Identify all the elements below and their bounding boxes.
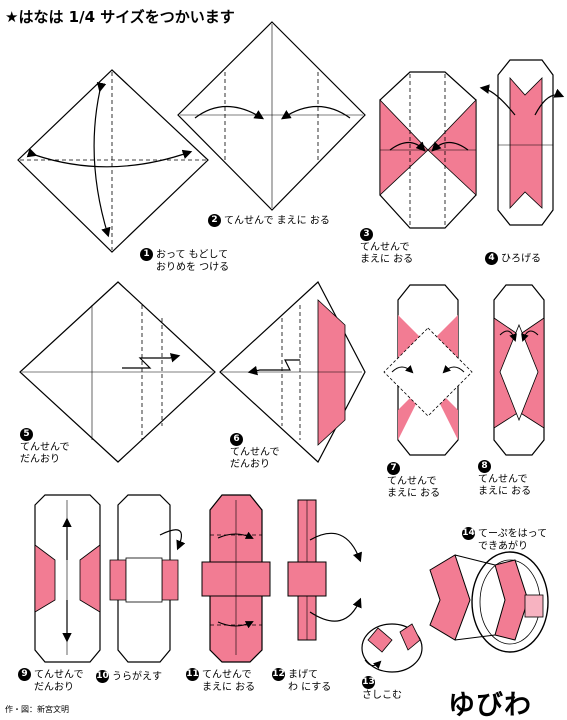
credit: 作・図：新宮文明	[5, 705, 69, 714]
step14-figure	[429, 551, 549, 653]
step11-figure	[201, 494, 271, 663]
step13-label: 13 さしこむ	[362, 676, 402, 701]
step4-figure	[479, 59, 565, 226]
step7-figure	[383, 284, 473, 456]
step3-figure	[379, 71, 477, 229]
step8-figure	[493, 284, 545, 456]
step6-label: 6 てんせんで だんおり	[230, 433, 280, 470]
step12-figure	[287, 499, 362, 641]
step9-figure	[34, 494, 101, 663]
step8-label: 8 てんせんで まえに おる	[478, 460, 532, 497]
step7-label: 7 てんせんで まえに おる	[387, 462, 441, 499]
step2-figure	[177, 21, 366, 211]
step10-figure	[109, 494, 186, 663]
page-title: ★はなは 1/4 サイズをつかいます	[5, 8, 235, 26]
step13-figure	[361, 623, 423, 673]
step5-label: 5 てんせんで だんおり	[20, 428, 70, 465]
step5-figure	[19, 281, 216, 463]
step3-label: 3 てんせんで まえに おる	[360, 228, 414, 265]
step6-figure	[219, 281, 366, 463]
result-title: ゆびわ	[448, 690, 532, 720]
step1-figure	[17, 69, 209, 253]
